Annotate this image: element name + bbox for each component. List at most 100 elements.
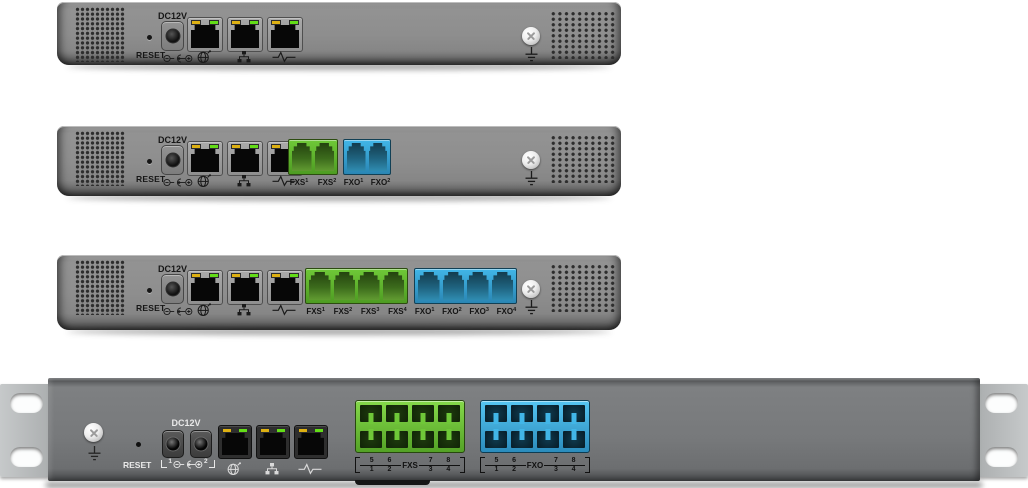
led-green	[209, 273, 219, 278]
ethernet-port-wan	[187, 270, 223, 305]
led-green	[314, 428, 324, 433]
dc-power-jack	[161, 274, 184, 304]
label-rule	[395, 464, 402, 466]
fxs-jack-2	[314, 143, 334, 171]
port-number-top: 6	[512, 457, 517, 464]
ethernet-port-wan	[187, 17, 223, 52]
fxs-port-block	[305, 268, 408, 304]
led-green	[276, 428, 286, 433]
fxo-jack-2	[368, 143, 387, 171]
port-number-bottom: 3	[428, 466, 433, 473]
dc-power-label: DC12V	[171, 418, 201, 428]
label-rule	[579, 464, 586, 466]
rack-ear-right	[971, 384, 1028, 477]
wan-icon	[218, 462, 250, 481]
lan-icon	[256, 462, 288, 480]
heartbeat-icon	[267, 50, 301, 68]
fxo-port-block	[343, 139, 391, 175]
bracket-left	[479, 457, 485, 473]
rack-ear-slot	[985, 393, 1018, 413]
led-yellow	[271, 144, 281, 149]
dc-jack-number: 1	[168, 458, 172, 465]
earth-ground-icon	[524, 47, 539, 68]
fxs-jack-1	[292, 143, 312, 171]
label-rule	[418, 464, 425, 466]
ethernet-port-lan	[256, 425, 290, 459]
vent-grid-left	[75, 260, 125, 315]
fxo-jack	[511, 405, 533, 422]
rj45-opening	[191, 149, 219, 172]
fxs-jack-3	[358, 272, 380, 300]
fxo-port-label: FXO1	[343, 178, 364, 187]
led-yellow	[271, 20, 281, 25]
led-green	[249, 144, 259, 149]
ethernet-port-lan	[227, 17, 263, 52]
led-yellow	[222, 428, 232, 433]
earth-ground-icon	[524, 171, 539, 192]
led-yellow	[260, 428, 270, 433]
fxo-port-label: FXO2	[442, 307, 462, 316]
label-rule	[377, 464, 384, 466]
fxs-jack	[438, 405, 460, 422]
fxs-port-label: FXS1	[306, 307, 325, 316]
label-rule	[424, 464, 437, 466]
rj45-opening	[271, 25, 299, 48]
led-green	[209, 144, 219, 149]
ground-screw	[84, 423, 103, 442]
dc-power-jack	[161, 21, 184, 51]
fxs-port-label: FXS1	[289, 178, 309, 187]
led-green	[249, 273, 259, 278]
rj45-opening	[260, 433, 286, 455]
port-number-bottom: 1	[494, 466, 499, 473]
led-yellow	[298, 428, 308, 433]
fxo-jack	[537, 405, 559, 422]
rack-ear-left	[0, 384, 57, 477]
bracket-right	[208, 459, 215, 468]
label-rule	[508, 464, 521, 466]
ethernet-port-wan	[187, 141, 223, 176]
lan-icon	[227, 50, 261, 68]
led-green	[238, 428, 248, 433]
fxo-jack	[537, 431, 559, 448]
label-rule	[436, 464, 443, 466]
fxo-jack-4	[491, 272, 513, 300]
heartbeat-icon	[267, 303, 301, 321]
dc-power-label: DC12V	[158, 11, 188, 21]
label-rule	[454, 464, 461, 466]
fxo-jack-2	[442, 272, 464, 300]
reset-label: RESET	[123, 460, 152, 470]
ethernet-port-heartbeat	[267, 270, 303, 305]
heartbeat-icon	[294, 462, 326, 480]
fxs-port-block-8	[355, 400, 465, 453]
reset-pinhole	[147, 159, 152, 164]
label-rule	[383, 464, 396, 466]
bracket-right	[460, 457, 465, 473]
fxo-jack-3	[467, 272, 489, 300]
rack-ear-slot	[10, 447, 43, 467]
fxo-jack	[563, 431, 585, 448]
label-rule	[561, 464, 568, 466]
reset-label: RESET	[136, 174, 166, 184]
heartbeat-icon	[267, 174, 301, 192]
fxs-jack-2	[333, 272, 355, 300]
fxo-jack	[485, 405, 507, 422]
port-number-bottom: 4	[446, 466, 451, 473]
ground-screw	[522, 280, 540, 298]
port-number-bottom: 2	[387, 466, 392, 473]
fxs-jack	[360, 431, 382, 448]
vent-grid-right	[550, 135, 616, 183]
port-number-top: 8	[571, 457, 576, 464]
device-desktop-3eth: RESET DC12V	[57, 2, 621, 65]
ethernet-port-lan	[227, 141, 263, 176]
port-number-top: 7	[553, 457, 558, 464]
earth-ground-icon	[524, 300, 539, 321]
earth-ground-icon	[87, 446, 102, 467]
fxs-jack	[386, 405, 408, 422]
bracket-right	[585, 457, 591, 473]
dc-power-jack-1	[162, 430, 184, 458]
rj45-opening	[191, 278, 219, 301]
